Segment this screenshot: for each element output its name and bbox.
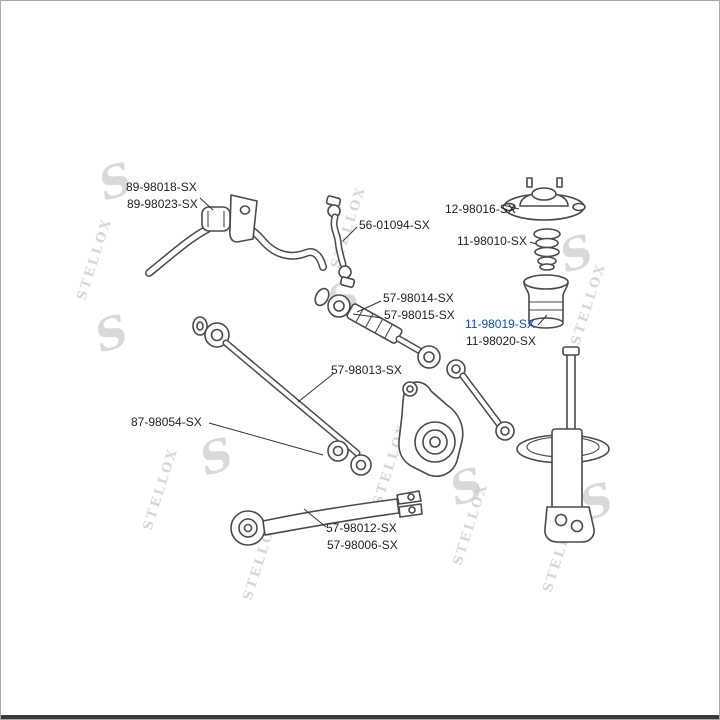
stabilizer-link: [325, 195, 356, 288]
watermark-text: STELLOX: [141, 446, 182, 532]
part-number-label: 57-98014-SX: [383, 291, 454, 305]
part-number-label: 87-98054-SX: [131, 415, 202, 429]
watermark-logo: S: [194, 428, 240, 486]
tie-rod-long: [192, 316, 361, 457]
stabilizer-bracket: [228, 194, 258, 243]
stabilizer-bar: [145, 218, 327, 277]
watermark-text: STELLOX: [75, 216, 116, 302]
lateral-rod-upper: [314, 287, 441, 369]
part-number-label: 89-98023-SX: [127, 197, 198, 211]
part-number-label: 11-98010-SX: [457, 234, 527, 248]
dust-boot: [523, 274, 569, 329]
part-number-label: 57-98013-SX: [331, 363, 402, 377]
bushing-set: [327, 440, 372, 476]
window-bottom-edge: [1, 715, 719, 719]
part-number-label: 89-98018-SX: [126, 180, 197, 194]
trailing-arm: [230, 490, 423, 546]
part-number-label: 11-98020-SX: [466, 334, 536, 348]
leader-lines: [199, 197, 548, 528]
part-number-label: 57-98015-SX: [384, 308, 455, 322]
part-number-label: 57-98012-SX: [326, 521, 397, 535]
knuckle-hub: [398, 381, 464, 477]
part-number-link[interactable]: 11-98019-SX: [465, 317, 535, 331]
strut-mount: [502, 177, 586, 221]
part-number-label: 56-01094-SX: [359, 218, 430, 232]
bump-stop: [533, 228, 561, 271]
watermark-logo: S: [89, 305, 135, 363]
part-number-label: 12-98016-SX: [445, 202, 516, 216]
part-number-label: 57-98006-SX: [327, 538, 398, 552]
lateral-rod-lower: [446, 359, 515, 441]
strut-assembly: [516, 346, 610, 543]
stabilizer-bushing: [201, 206, 231, 232]
